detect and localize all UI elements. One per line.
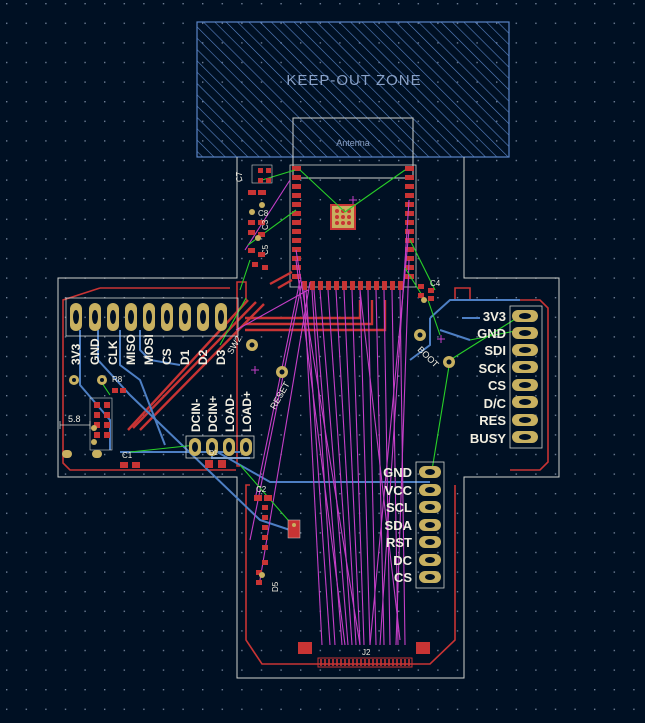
esp32-thermal-pad xyxy=(330,204,356,230)
board-outline xyxy=(57,157,560,679)
left-pin-label: MOSI xyxy=(142,334,156,365)
front-copper-traces xyxy=(127,270,387,431)
left-pin-label: D3 xyxy=(214,349,228,365)
c4-label: C4 xyxy=(430,279,441,288)
oled-pin-label: RST xyxy=(386,535,412,550)
power-terminal-labels: DCIN- DCIN+ LOAD- LOAD+ xyxy=(189,391,254,432)
right-pin-label: RES xyxy=(479,413,506,428)
anchor-markers xyxy=(251,196,445,374)
right-pin-label: GND xyxy=(477,326,506,341)
power-terminal[interactable]: DCIN- DCIN+ LOAD- LOAD+ xyxy=(185,391,255,459)
left-pin-label: CLK xyxy=(106,340,120,365)
right-pin-label: CS xyxy=(488,378,506,393)
d5-label: D5 xyxy=(271,581,280,592)
fpc-connector-j2[interactable]: J2 xyxy=(298,642,430,668)
left-pin-label: 3V3 xyxy=(69,343,83,365)
oled-pin-label: GND xyxy=(383,465,412,480)
right-header[interactable]: 3V3 GND SDI SCK CS D/C RES BUSY xyxy=(470,305,543,449)
esp32-right-pads xyxy=(405,166,414,279)
right-pin-label: SDI xyxy=(484,343,506,358)
left-pin-label: CS xyxy=(160,348,174,365)
left-header[interactable]: 3V3 GND CLK MISO MOSI CS D1 D2 D3 xyxy=(65,297,239,365)
c8-label: C8 xyxy=(258,209,269,218)
left-pin-label: MISO xyxy=(124,334,138,365)
d5-component[interactable]: D5 xyxy=(256,570,280,592)
right-pin-label: BUSY xyxy=(470,431,506,446)
left-pin-label: D1 xyxy=(178,349,192,365)
right-header-labels: 3V3 GND SDI SCK CS D/C RES BUSY xyxy=(470,309,507,446)
regulator-component[interactable] xyxy=(287,519,301,539)
capacitor-column[interactable]: C7 C8 C3 C5 xyxy=(235,164,273,270)
c4-component[interactable]: C4 xyxy=(418,279,441,303)
ratsnest-lines xyxy=(235,179,410,646)
c2-label: C2 xyxy=(256,485,267,494)
right-pin-label: D/C xyxy=(484,396,507,411)
c3-label: C3 xyxy=(261,219,270,230)
d1-label: D1 xyxy=(209,450,218,457)
left-pin-label: GND xyxy=(88,338,102,365)
right-pin-label: 3V3 xyxy=(483,309,506,324)
oled-pin-label: SDA xyxy=(385,518,413,533)
esp32-module[interactable] xyxy=(289,164,417,290)
power-terminal-pads xyxy=(189,438,252,456)
c1-label: C1 xyxy=(122,451,133,460)
r8-label: R8 xyxy=(112,375,123,384)
charger-circuit[interactable]: R8 C1 D1 xyxy=(62,375,226,468)
oled-pin-label: SCL xyxy=(386,500,412,515)
right-pin-label: SCK xyxy=(479,361,507,376)
dimension-marker: 5.8 xyxy=(59,414,91,429)
left-pin-label: D2 xyxy=(196,349,210,365)
power-pin-label: DCIN- xyxy=(189,399,203,432)
oled-header-pads xyxy=(419,466,441,583)
antenna-outline: Antenna xyxy=(292,117,414,179)
power-pin-label: LOAD+ xyxy=(240,391,254,432)
c5-label: C5 xyxy=(261,244,270,255)
antenna-label: Antenna xyxy=(336,138,370,148)
c2-component[interactable]: C2 xyxy=(254,485,272,565)
fpc-pins xyxy=(320,659,410,666)
oled-pin-label: CS xyxy=(394,570,412,585)
front-copper-zone xyxy=(62,281,549,665)
oled-pin-label: DC xyxy=(393,553,412,568)
j2-label: J2 xyxy=(362,648,371,657)
keepout-zone[interactable]: KEEP-OUT ZONE xyxy=(196,21,510,158)
keepout-label: KEEP-OUT ZONE xyxy=(286,72,421,89)
left-header-pads xyxy=(70,303,227,331)
oled-pin-label: VCC xyxy=(385,483,413,498)
right-header-pads xyxy=(512,310,538,443)
power-pin-label: DCIN+ xyxy=(206,396,220,432)
c7-label: C7 xyxy=(235,171,244,182)
dimension-value: 5.8 xyxy=(68,414,81,424)
oled-header-labels: GND VCC SCL SDA RST DC CS xyxy=(383,465,412,585)
left-header-labels: 3V3 GND CLK MISO MOSI CS D1 D2 D3 xyxy=(69,334,228,365)
oled-header[interactable]: GND VCC SCL SDA RST DC CS xyxy=(383,461,445,589)
power-pin-label: LOAD- xyxy=(223,394,237,432)
esp32-bottom-pads xyxy=(302,281,403,290)
